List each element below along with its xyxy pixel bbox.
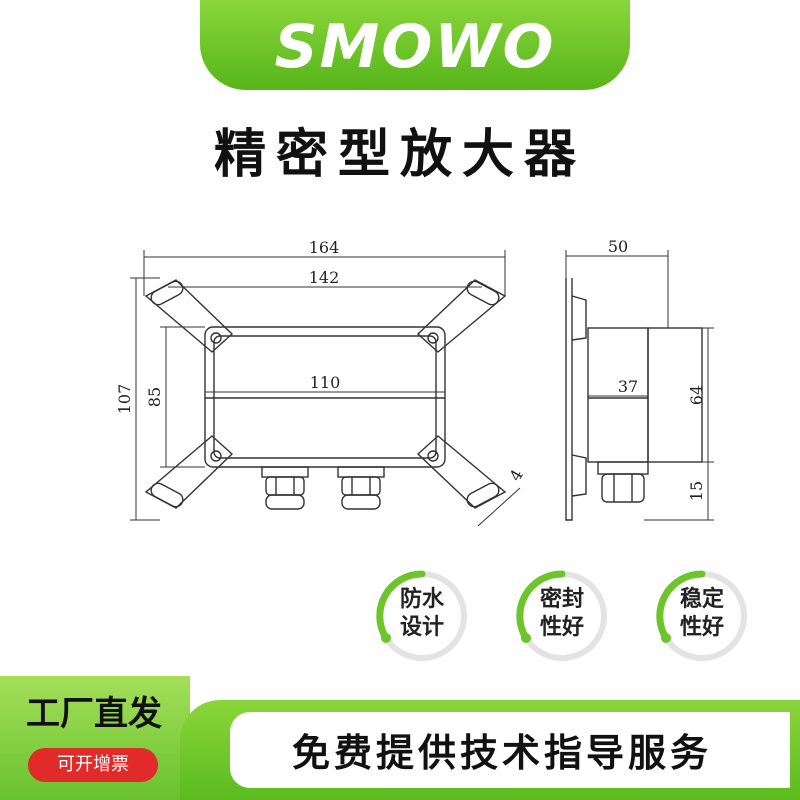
dim-slot: 4: [505, 466, 527, 484]
dim-body-width: 110: [310, 373, 341, 392]
brand-logo: SMOWO: [274, 12, 556, 82]
dim-overall-height: 107: [115, 384, 134, 415]
logo-banner: [200, 0, 630, 90]
dim-overall-width: 164: [309, 238, 340, 257]
feature-sealing: 密封性好: [514, 568, 610, 664]
footer-band-inner: [230, 712, 790, 788]
screw-top-right: [427, 332, 439, 344]
feature-1-line2: 设计: [399, 615, 444, 640]
service-banner-text: 免费提供技术指导服务: [291, 731, 712, 775]
feature-3-line1: 稳定: [679, 587, 724, 612]
ring-progress-icon: [516, 570, 607, 661]
invoice-badge: 可开增票: [28, 748, 158, 782]
bracket-top-right: [416, 279, 507, 353]
ring-progress-icon: [376, 570, 467, 661]
bracket-bottom-right: [416, 435, 507, 509]
screw-top-left: [210, 332, 222, 344]
page-title: 精密型放大器: [213, 125, 586, 185]
bracket-top-left: [144, 279, 234, 353]
feature-2-line2: 性好: [539, 615, 584, 640]
feature-1-line1: 防水: [399, 587, 444, 612]
enclosure-inner: [213, 335, 437, 459]
screw-bottom-left: [210, 450, 222, 462]
dim-body-height: 85: [145, 387, 164, 407]
dim-side-body-depth: 37: [618, 377, 638, 396]
dim-side-depth: 50: [608, 237, 628, 256]
dim-bracket-width: 142: [309, 268, 340, 287]
ring-progress-icon: [656, 570, 747, 661]
feature-3-line2: 性好: [679, 615, 724, 640]
cable-gland-right: [337, 466, 385, 510]
dim-side-body-height: 64: [687, 385, 706, 405]
feature-stability: 稳定性好: [654, 568, 750, 664]
side-view: [565, 250, 714, 521]
bracket-bottom-left: [144, 435, 234, 509]
feature-2-line1: 密封: [539, 587, 584, 612]
cable-gland-left: [261, 466, 309, 510]
feature-waterproof: 防水设计: [374, 568, 470, 664]
dim-side-gland-height: 15: [687, 481, 706, 501]
factory-direct-label: 工厂直发: [26, 694, 162, 734]
enclosure-outer: [204, 326, 446, 468]
screw-bottom-right: [427, 450, 439, 462]
